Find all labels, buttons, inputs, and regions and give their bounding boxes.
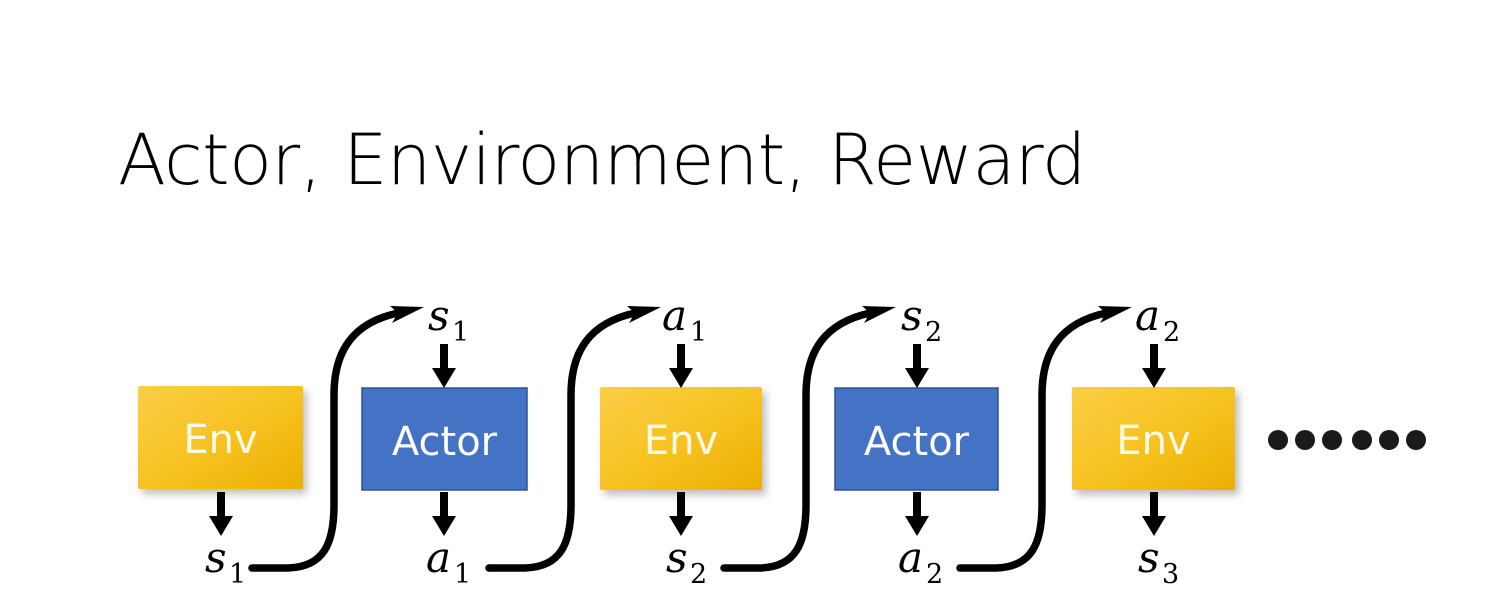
label-top-s1: s 1: [428, 291, 469, 348]
label-bottom-a1: a 1: [426, 533, 471, 590]
label-subscript: 3: [1162, 559, 1179, 590]
label-bottom-s1: s 1: [205, 533, 246, 590]
down-arrow-a2-into-env3: [1142, 344, 1166, 388]
label-top-s2: s 2: [901, 291, 942, 348]
label-subscript: 2: [925, 317, 942, 348]
flow-curve-a1: [485, 309, 639, 572]
label-base: a: [426, 533, 451, 582]
label-base: a: [662, 291, 687, 340]
down-arrow-actor2-out: [905, 492, 929, 536]
label-subscript: 1: [229, 559, 246, 590]
block-label: Actor: [392, 419, 498, 465]
block-env-1[interactable]: Env: [138, 386, 303, 489]
actor-box-rect: [361, 387, 528, 491]
flow-curve-a1-group: [485, 306, 661, 572]
arrow-head-a1: [627, 306, 661, 323]
label-base: a: [898, 533, 923, 582]
label-base: a: [1135, 291, 1160, 340]
label-top-a2: a 2: [1135, 291, 1180, 348]
label-base: s: [1138, 533, 1160, 582]
label-subscript: 2: [926, 559, 943, 590]
arrow-head-s1: [390, 306, 424, 323]
label-base: s: [666, 533, 688, 582]
down-arrow-env2-out: [669, 492, 693, 536]
flow-curve-s1: [248, 309, 402, 572]
flow-curve-a2-group: [956, 306, 1132, 572]
arrow-head-s2: [862, 306, 896, 323]
label-subscript: 1: [690, 317, 707, 348]
block-label: Env: [644, 418, 718, 464]
block-label: Env: [183, 417, 257, 463]
label-base: s: [205, 533, 227, 582]
continuation-ellipsis-icon: [1268, 430, 1426, 450]
flow-curve-s1-group: [248, 306, 424, 572]
flow-curve-a2: [956, 309, 1110, 572]
env-box-rect: [138, 386, 303, 489]
block-env-3[interactable]: Env: [1072, 387, 1235, 490]
label-bottom-s2: s 2: [666, 533, 707, 590]
flow-curve-s2: [720, 309, 874, 572]
down-arrow-actor1-out: [432, 492, 456, 536]
label-subscript: 1: [452, 317, 469, 348]
block-label: Env: [1116, 418, 1190, 464]
label-top-a1: a 1: [662, 291, 707, 348]
block-actor-1[interactable]: Actor: [361, 387, 528, 491]
actor-box-rect: [834, 387, 999, 491]
down-arrow-env3-out: [1142, 492, 1166, 536]
label-base: s: [901, 291, 923, 340]
label-subscript: 2: [690, 559, 707, 590]
label-base: s: [428, 291, 450, 340]
page-title: Actor, Environment, Reward: [118, 119, 1086, 201]
down-arrow-a1-into-env2: [669, 344, 693, 388]
env-box-rect: [1072, 387, 1235, 490]
env-box-rect: [600, 387, 762, 490]
block-env-2[interactable]: Env: [600, 387, 762, 490]
block-label: Actor: [864, 419, 970, 465]
flow-curve-s2-group: [720, 306, 896, 572]
label-subscript: 1: [454, 559, 471, 590]
label-bottom-s3: s 3: [1138, 533, 1179, 590]
down-arrow-s1-into-actor1: [432, 344, 456, 388]
down-arrow-env1-out: [209, 492, 233, 536]
block-actor-2[interactable]: Actor: [834, 387, 999, 491]
label-bottom-a2: a 2: [898, 533, 943, 590]
arrow-head-a2: [1098, 306, 1132, 323]
label-subscript: 2: [1163, 317, 1180, 348]
down-arrow-s2-into-actor2: [905, 344, 929, 388]
